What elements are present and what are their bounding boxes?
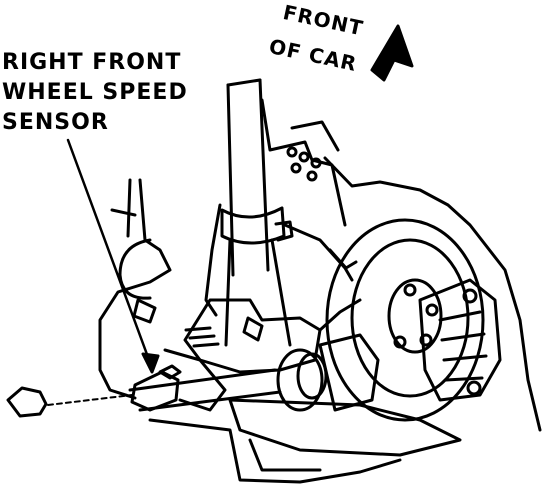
axle-shaft-top: [128, 368, 277, 392]
caliper-bolt: [462, 288, 478, 304]
lower-control-arm: [228, 398, 462, 457]
body-panel: [260, 98, 347, 227]
callout-line-1: RIGHT FRONT: [2, 50, 182, 75]
rotor-hub: [387, 278, 443, 354]
harness-clip: [132, 298, 157, 324]
lug-stud: [419, 333, 433, 347]
axle-shaft-bottom: [138, 390, 282, 412]
knuckle-bolt: [242, 316, 264, 342]
panel-hole: [290, 162, 302, 174]
strut-tube-top: [226, 78, 262, 87]
strut-clamp: [220, 206, 286, 245]
inner-fender-edge: [290, 120, 340, 152]
panel-hole: [298, 151, 310, 163]
brake-rotor-inner: [350, 238, 470, 398]
brake-hose: [204, 203, 222, 317]
strut-tube-left: [226, 83, 235, 277]
panel-hole: [310, 157, 322, 169]
caliper-fins: [438, 310, 488, 382]
strut-lower-left: [224, 238, 232, 347]
lug-stud: [403, 283, 417, 297]
callout-arrowhead: [141, 352, 160, 374]
brake-line: [283, 223, 354, 282]
caliper-bolt: [466, 380, 482, 396]
cradle: [148, 418, 402, 484]
harness-lead-2: [110, 208, 137, 217]
callout-label: RIGHT FRONT WHEEL SPEED SENSOR: [2, 48, 188, 138]
inner-fender: [323, 156, 542, 432]
sensor-connector-lead: [47, 394, 133, 406]
panel-hole: [306, 170, 318, 182]
callout-leader: [66, 138, 154, 370]
sensor-bolt: [158, 364, 182, 380]
strut-tube-right: [258, 78, 270, 272]
harness-lead: [126, 178, 132, 238]
lug-stud: [393, 335, 407, 349]
axle-boot: [276, 348, 324, 412]
brake-caliper: [418, 278, 502, 402]
front-direction-arrow: [370, 24, 414, 82]
sensor-harness-loop: [118, 238, 152, 300]
lug-stud: [425, 303, 439, 317]
callout-line-2: WHEEL SPEED: [2, 80, 188, 105]
cradle-edge: [248, 438, 322, 472]
strut-lower-right: [270, 238, 292, 347]
sensor-connector: [6, 386, 48, 418]
knuckle-arm: [163, 348, 227, 412]
panel-hole: [286, 146, 298, 158]
callout-line-3: SENSOR: [2, 110, 109, 135]
brake-rotor: [325, 218, 485, 422]
sensor-harness: [98, 178, 172, 400]
hatch: [184, 326, 220, 348]
brake-line-2: [328, 248, 358, 270]
tie-rod: [318, 298, 362, 332]
